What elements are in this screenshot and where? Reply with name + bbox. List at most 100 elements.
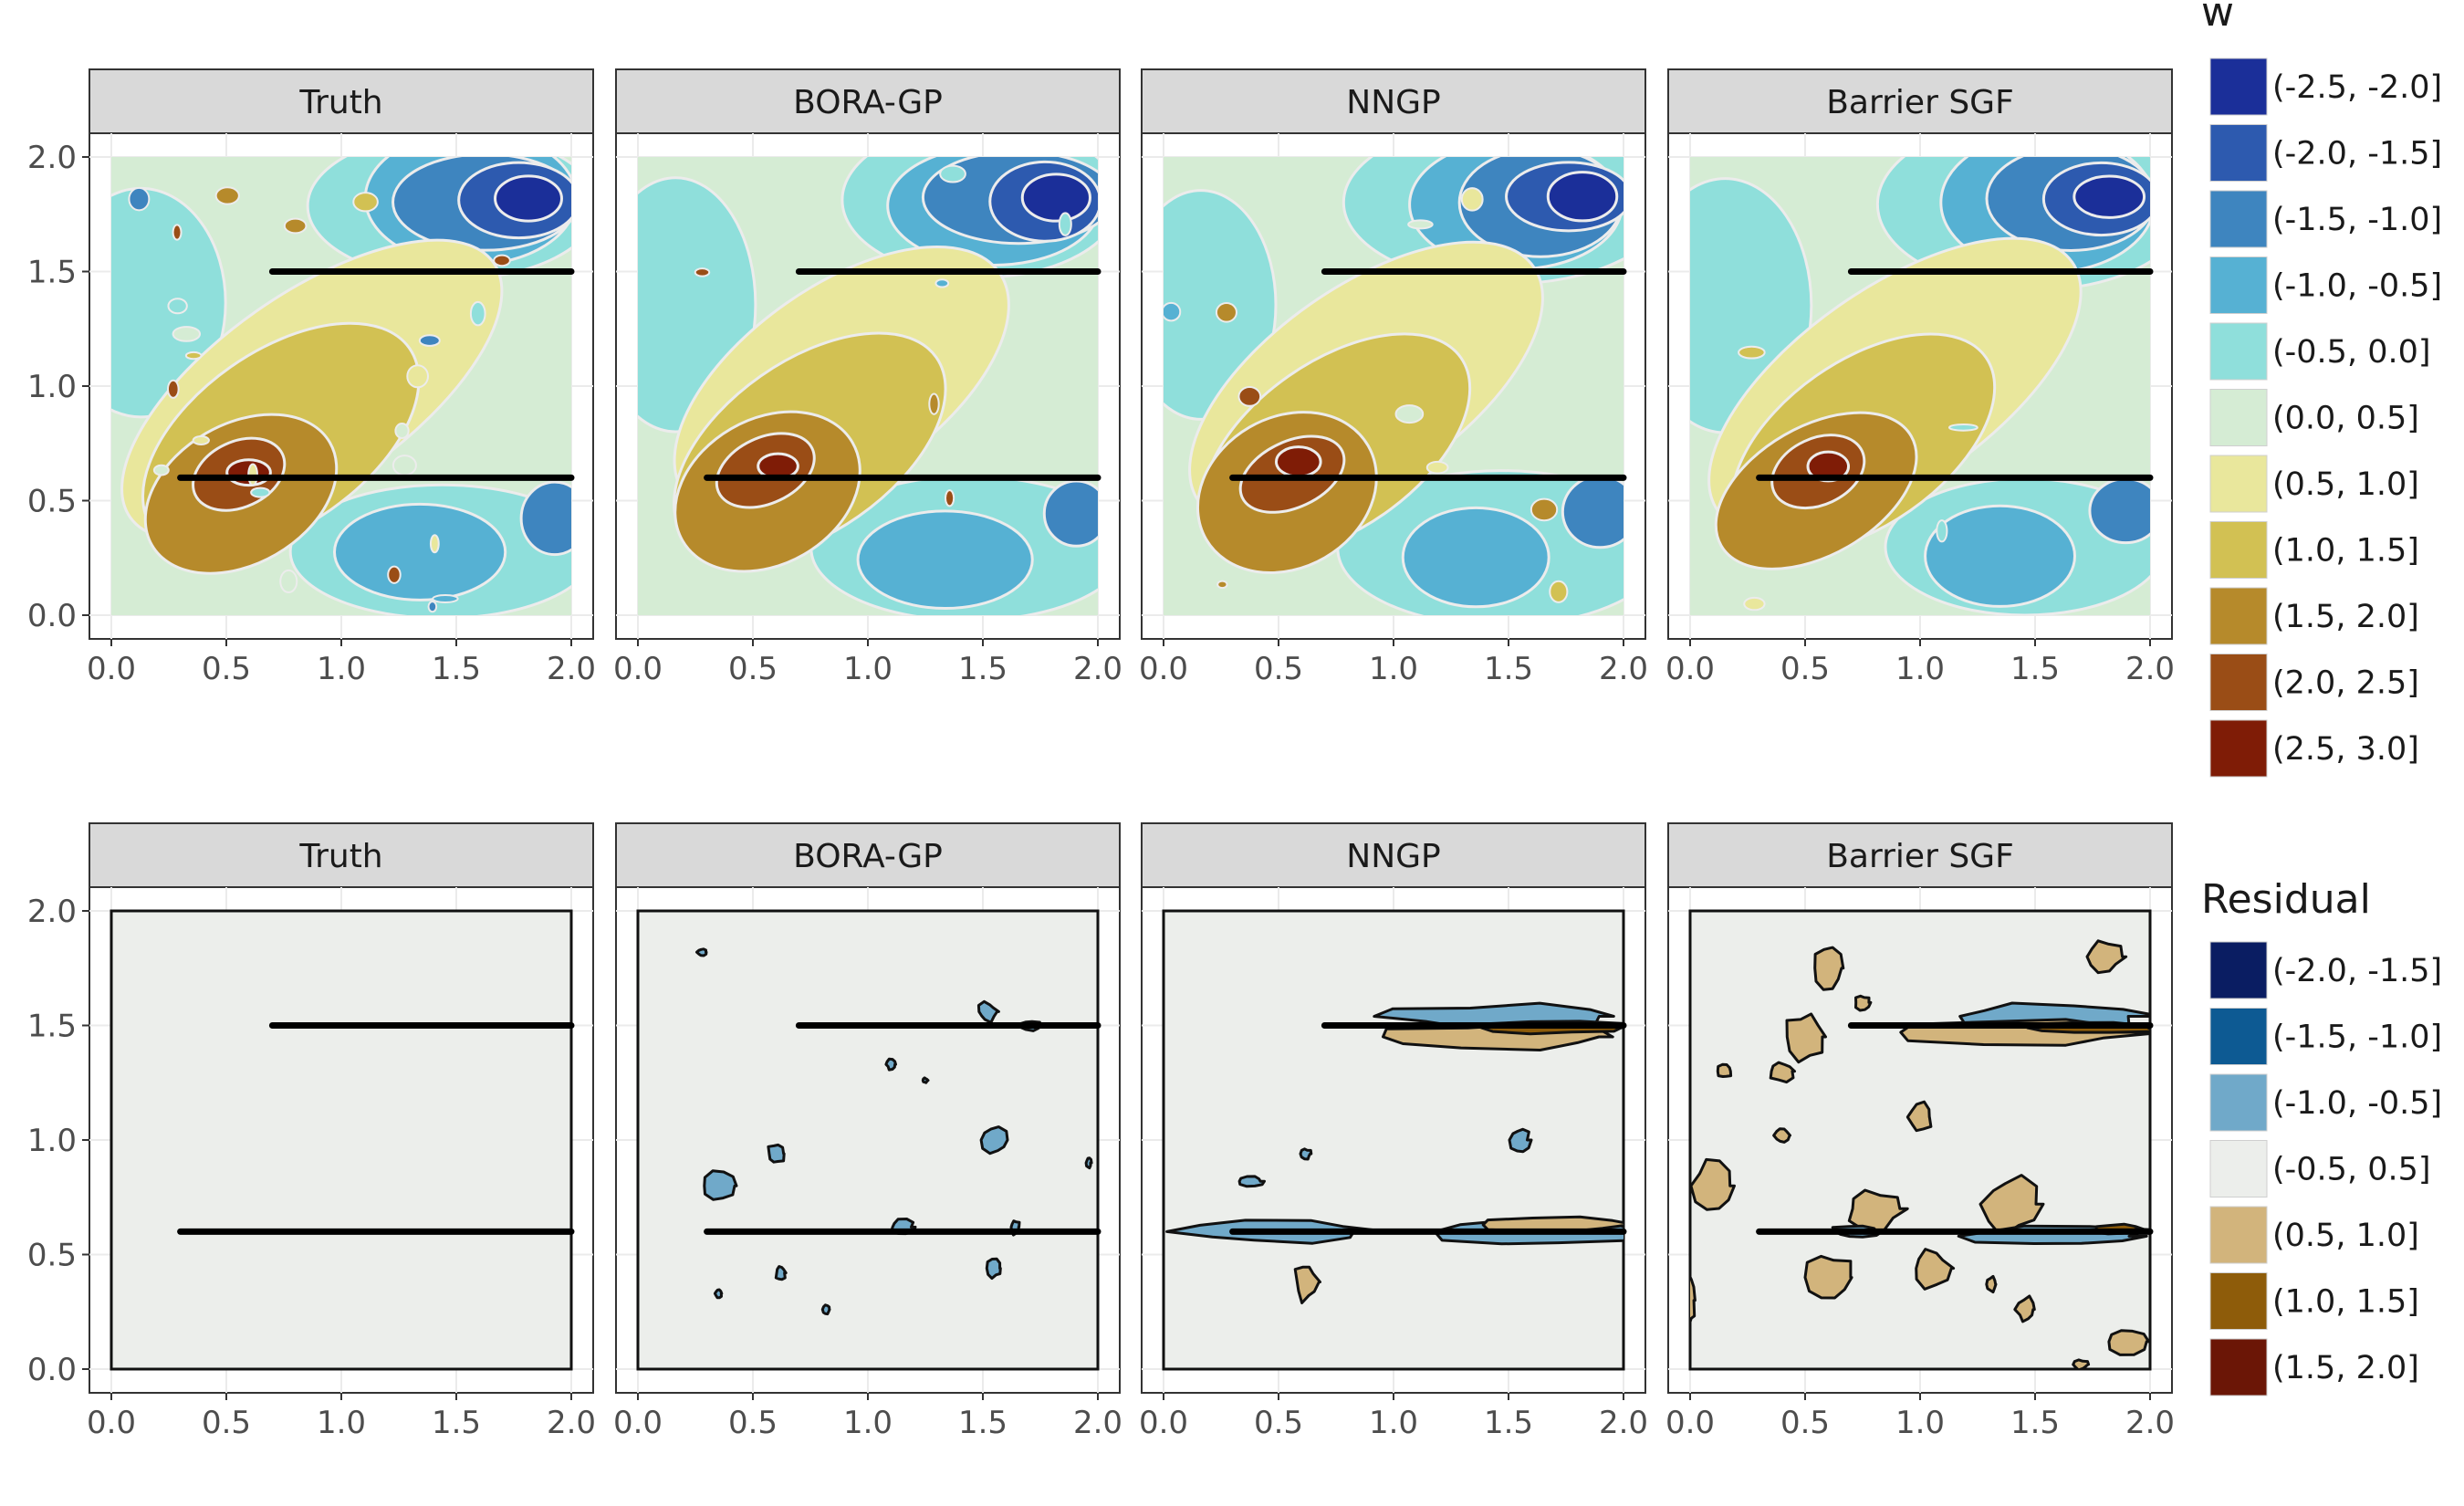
field-contour bbox=[928, 392, 940, 415]
field-contour bbox=[856, 509, 1034, 611]
residual-contour bbox=[703, 1169, 738, 1201]
field-contour bbox=[519, 480, 571, 557]
legend-label: (2.5, 3.0] bbox=[2272, 731, 2419, 768]
field-contour bbox=[283, 217, 308, 235]
residual-contour bbox=[1293, 1265, 1321, 1304]
legend-key bbox=[2209, 389, 2268, 446]
residual-contour bbox=[1716, 1062, 1733, 1078]
legend-key bbox=[2209, 1073, 2268, 1132]
x-tick-label: 2.0 bbox=[1599, 1405, 1648, 1441]
x-tick-label: 1.0 bbox=[317, 1405, 366, 1441]
field-contour bbox=[2072, 174, 2146, 219]
legend-item: (1.5, 2.0] bbox=[2207, 1335, 2419, 1399]
x-tick-label: 2.0 bbox=[2125, 1405, 2175, 1441]
legend-label: (1.0, 1.5] bbox=[2272, 533, 2419, 570]
residual-contour bbox=[1690, 1273, 1697, 1327]
field-contour bbox=[1237, 386, 1262, 407]
residual-base bbox=[110, 909, 573, 1371]
legend-item: (-2.0, -1.5] bbox=[2207, 938, 2442, 1002]
x-tick-label: 1.5 bbox=[958, 651, 1008, 687]
legend-item: (-1.5, -1.0] bbox=[2207, 1004, 2442, 1069]
residual-contour bbox=[2013, 1294, 2036, 1323]
legend-key bbox=[2209, 587, 2268, 645]
field-contour bbox=[1460, 187, 1484, 212]
residual-contour bbox=[921, 1076, 930, 1084]
field-contour bbox=[352, 192, 379, 213]
y-tick-label: 2.0 bbox=[27, 140, 77, 176]
facet-strip bbox=[89, 68, 594, 134]
facet-label: NNGP bbox=[1346, 838, 1440, 875]
field-contour bbox=[469, 300, 486, 327]
field-contour bbox=[394, 423, 410, 439]
residual-contour bbox=[1084, 1156, 1093, 1170]
field-contour bbox=[1738, 345, 1766, 360]
field-contour bbox=[172, 224, 183, 241]
legend-label: (-1.0, -0.5] bbox=[2272, 1085, 2442, 1122]
field-contour bbox=[1530, 497, 1559, 522]
x-tick-label: 0.0 bbox=[1665, 1405, 1715, 1441]
legend-label: (-0.5, 0.5] bbox=[2272, 1152, 2431, 1188]
legend-label: (1.5, 2.0] bbox=[2272, 599, 2419, 635]
legend-item: (-2.0, -1.5] bbox=[2207, 120, 2442, 185]
x-tick-label: 0.5 bbox=[1780, 651, 1830, 687]
field-surface bbox=[1164, 157, 1624, 615]
legend-key bbox=[2209, 1008, 2268, 1065]
x-tick-label: 0.0 bbox=[613, 1405, 663, 1441]
legend-key bbox=[2209, 190, 2268, 248]
x-tick-label: 1.5 bbox=[958, 1405, 1008, 1441]
field-contour bbox=[1042, 479, 1098, 548]
residual-contour bbox=[1979, 1174, 2045, 1239]
x-tick-label: 0.5 bbox=[1254, 651, 1303, 687]
legend-item: (-1.0, -0.5] bbox=[2207, 1071, 2442, 1135]
field-contour bbox=[1164, 301, 1182, 322]
field-contour bbox=[192, 434, 210, 445]
legend-item: (1.0, 1.5] bbox=[2207, 518, 2419, 582]
legend-label: (0.5, 1.0] bbox=[2272, 466, 2419, 503]
field-contour bbox=[1425, 460, 1449, 475]
field-contour bbox=[250, 486, 271, 498]
facet-label: Truth bbox=[298, 838, 382, 875]
field-contour bbox=[387, 565, 402, 584]
field-contour bbox=[934, 278, 950, 288]
residual-contour bbox=[1915, 1248, 1956, 1291]
residual-contour bbox=[1905, 1100, 1933, 1133]
field-contour bbox=[214, 186, 240, 205]
field-contour bbox=[1806, 450, 1851, 483]
legend-label: (-1.0, -0.5] bbox=[2272, 268, 2442, 305]
legend-item: (-1.5, -1.0] bbox=[2207, 187, 2442, 251]
legend-label: (1.0, 1.5] bbox=[2272, 1284, 2419, 1321]
field-contour bbox=[172, 326, 202, 342]
facet-label: NNGP bbox=[1346, 84, 1440, 121]
x-tick-label: 0.5 bbox=[1780, 1405, 1830, 1441]
residual-contour bbox=[1769, 1061, 1796, 1084]
residual-contour bbox=[884, 1057, 897, 1072]
field-contour bbox=[494, 174, 563, 223]
legend-key bbox=[2209, 58, 2268, 116]
legend-item: (2.5, 3.0] bbox=[2207, 716, 2419, 780]
y-tick-label: 1.5 bbox=[27, 1009, 77, 1045]
residual-contour bbox=[2085, 939, 2128, 975]
residual-base bbox=[636, 909, 1100, 1371]
legend-label: (0.5, 1.0] bbox=[2272, 1218, 2419, 1254]
field-contour bbox=[694, 267, 711, 277]
field-contour bbox=[1924, 504, 2076, 608]
legend-key bbox=[2209, 941, 2268, 999]
x-tick-label: 0.5 bbox=[202, 651, 251, 687]
x-tick-label: 0.0 bbox=[87, 1405, 136, 1441]
legend-key bbox=[2209, 1272, 2268, 1330]
residual-contour bbox=[976, 999, 1000, 1024]
legend-key bbox=[2209, 1338, 2268, 1396]
field-contour bbox=[152, 464, 170, 476]
x-tick-label: 0.0 bbox=[87, 651, 136, 687]
field-contour bbox=[1020, 173, 1091, 223]
field-contour bbox=[1936, 519, 1948, 543]
y-tick-label: 0.5 bbox=[27, 1238, 77, 1274]
field-contour bbox=[945, 489, 955, 507]
field-surface bbox=[111, 157, 571, 615]
field-contour bbox=[1546, 171, 1619, 223]
y-tick-label: 0.0 bbox=[27, 598, 77, 634]
